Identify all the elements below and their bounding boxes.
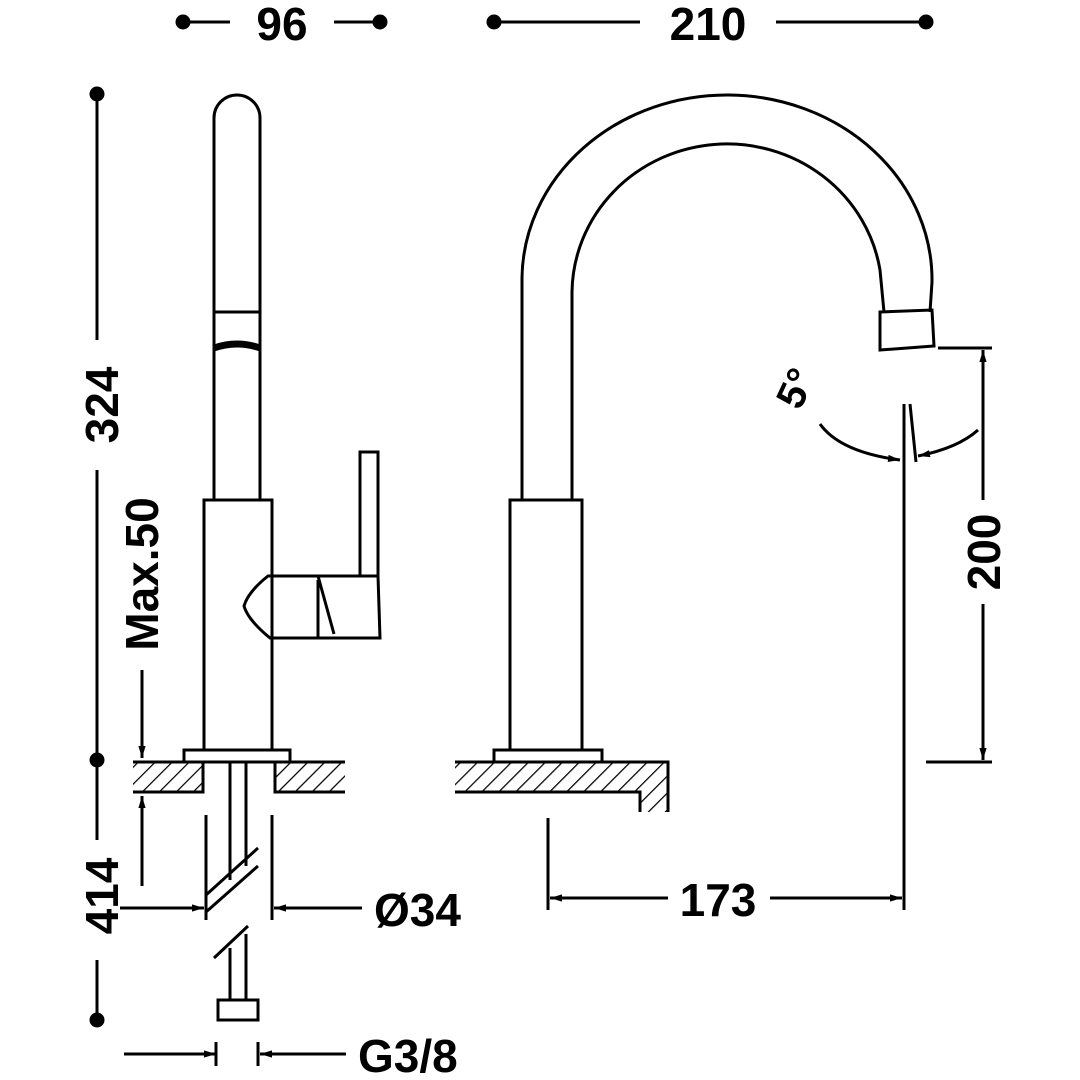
- supply-hoses: [204, 762, 274, 1022]
- dim-below-length: 414: [76, 857, 128, 934]
- dim-angle: 5°: [768, 362, 824, 415]
- dim-width-side: 96: [256, 0, 307, 50]
- dim-connection: G3/8: [358, 1030, 458, 1080]
- counter-right: [455, 760, 670, 812]
- front-view-faucet: [492, 93, 936, 764]
- dim-reach: 173: [680, 874, 757, 926]
- dim-width-front: 210: [670, 0, 747, 50]
- counter-left: [133, 760, 345, 794]
- dim-height-total: 324: [76, 366, 128, 443]
- dim-spout-height: 200: [958, 514, 1010, 591]
- dimension-lines: [89, 14, 992, 1066]
- side-view-faucet: [182, 93, 382, 764]
- dim-max-thickness: Max.50: [116, 497, 168, 650]
- dim-hole-diameter: Ø34: [374, 884, 461, 936]
